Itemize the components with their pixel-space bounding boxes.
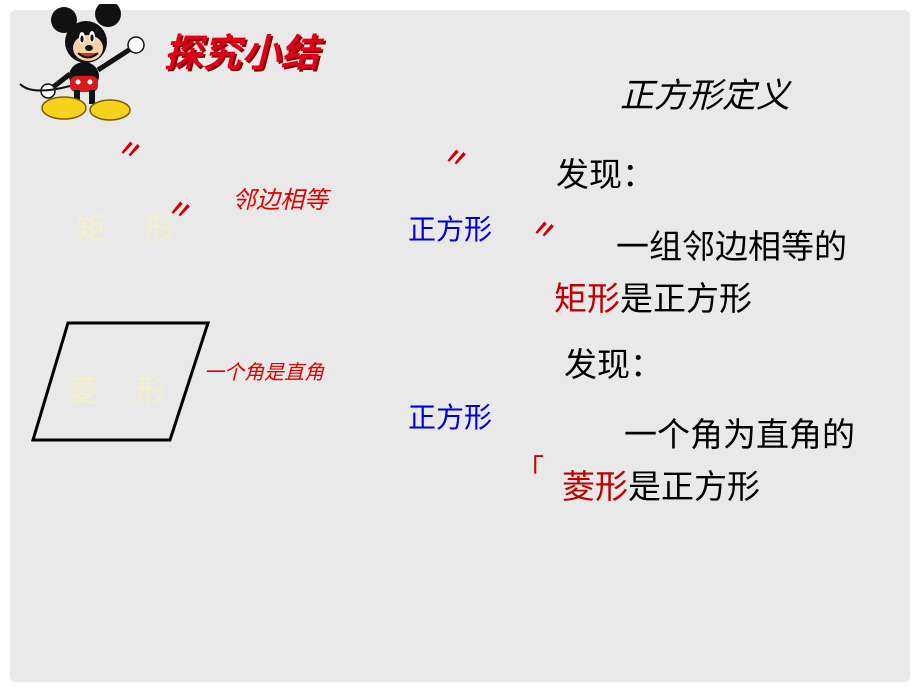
condition-right-angle: 一个角是直角: [204, 360, 324, 384]
slide: 探究小结 正方形定义 〃 〃 〃 〃 矩 形 邻边相等 正方形 菱 形 一个角是…: [10, 4, 910, 682]
finding-2-conclusion: 菱形是正方形: [562, 460, 760, 508]
slide-title: 探究小结: [164, 31, 321, 75]
finding-1-shape: 矩形: [554, 279, 620, 318]
rhombus-shape: [30, 321, 211, 442]
finding-1-text: 一组邻边相等的: [616, 227, 847, 266]
square-label-2: 正方形: [408, 401, 493, 434]
rhombus-label: 菱 形: [68, 374, 180, 409]
finding-label-1: 发现：: [556, 155, 655, 194]
finding-2-shape: 菱形: [562, 467, 628, 506]
finding-1-tail: 是正方形: [620, 279, 752, 318]
equal-mark-3: 〃: [438, 140, 474, 178]
mickey-mouse-clipart-icon: [19, 4, 145, 121]
finding-2-tail: 是正方形: [628, 467, 760, 506]
finding-label-2: 发现：: [564, 345, 663, 384]
finding-2-text: 一个角为直角的: [624, 415, 855, 454]
equal-mark-4: 〃: [526, 212, 562, 250]
right-angle-mark: 「: [516, 453, 545, 486]
definition-heading: 正方形定义: [620, 76, 790, 116]
finding-1-conclusion: 矩形是正方形: [554, 272, 752, 320]
square-label-1: 正方形: [408, 213, 493, 246]
condition-adjacent-equal: 邻边相等: [232, 186, 328, 214]
rectangle-label: 矩 形: [76, 212, 188, 247]
